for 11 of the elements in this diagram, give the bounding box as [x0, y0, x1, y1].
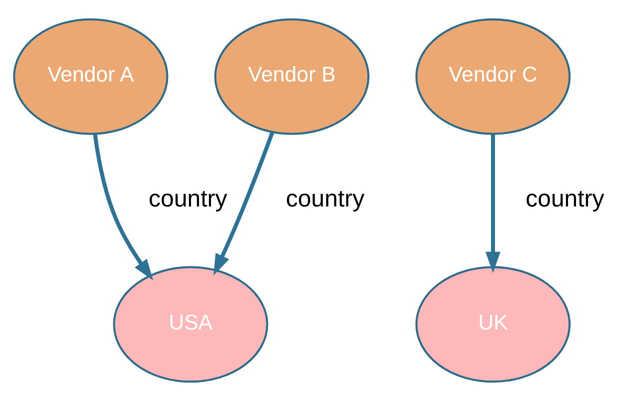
node-ellipse: Vendor B — [214, 18, 370, 134]
node-ellipse: UK — [415, 266, 571, 382]
arrow — [92, 133, 154, 280]
edge-label: country — [526, 184, 604, 212]
node-ellipse: Vendor A — [13, 18, 168, 134]
arrow — [486, 134, 500, 273]
node-ellipse: USA — [113, 266, 268, 382]
edge-label: country — [148, 184, 228, 212]
node-ellipse: Vendor C — [415, 18, 571, 134]
edge-label: country — [286, 184, 364, 212]
arrow — [213, 131, 274, 275]
